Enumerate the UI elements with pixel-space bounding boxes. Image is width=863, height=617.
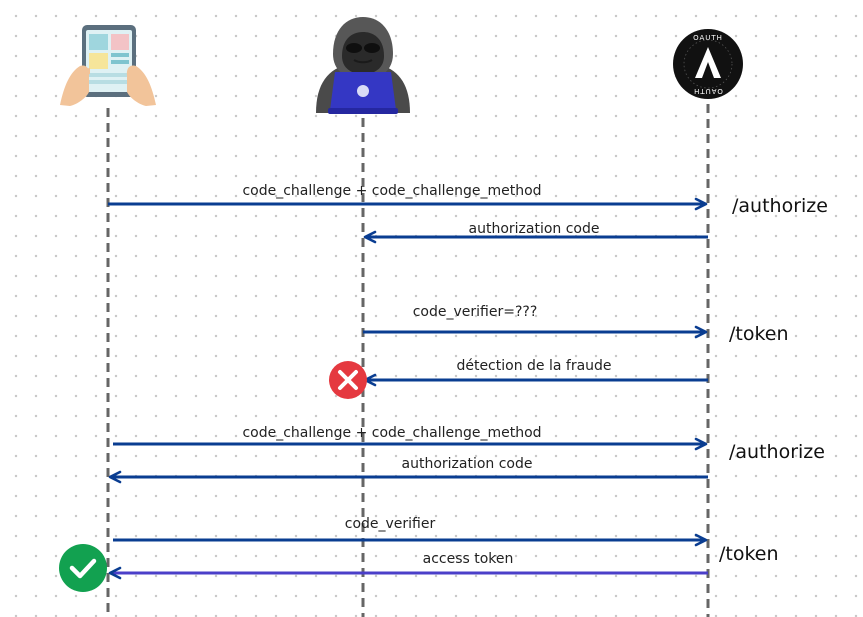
message-2-label: authorization code — [469, 221, 600, 237]
message-6-label: authorization code — [402, 456, 533, 472]
message-8-label: access token — [423, 551, 514, 567]
message-4-label: détection de la fraude — [456, 358, 611, 374]
tablet-hands-icon — [60, 25, 156, 106]
endpoint-token-1: /token — [729, 323, 789, 345]
oauth-logo-icon: OAUTH OAUTH — [673, 29, 743, 99]
endpoint-authorize-2: /authorize — [729, 441, 825, 463]
error-x-icon — [329, 361, 367, 399]
oauth-logo-text: OAUTH — [693, 34, 723, 42]
message-1-label: code_challenge + code_challenge_method — [242, 183, 541, 199]
message-3-label: code_verifier=??? — [413, 304, 538, 320]
message-5-label: code_challenge + code_challenge_method — [242, 425, 541, 441]
message-7-label: code_verifier — [345, 516, 436, 532]
oauth-logo-text-bottom: OAUTH — [693, 87, 723, 95]
hooded-hacker-laptop-icon — [316, 17, 410, 114]
success-check-icon — [59, 544, 107, 592]
endpoint-authorize-1: /authorize — [732, 195, 828, 217]
endpoint-token-2: /token — [719, 543, 779, 565]
